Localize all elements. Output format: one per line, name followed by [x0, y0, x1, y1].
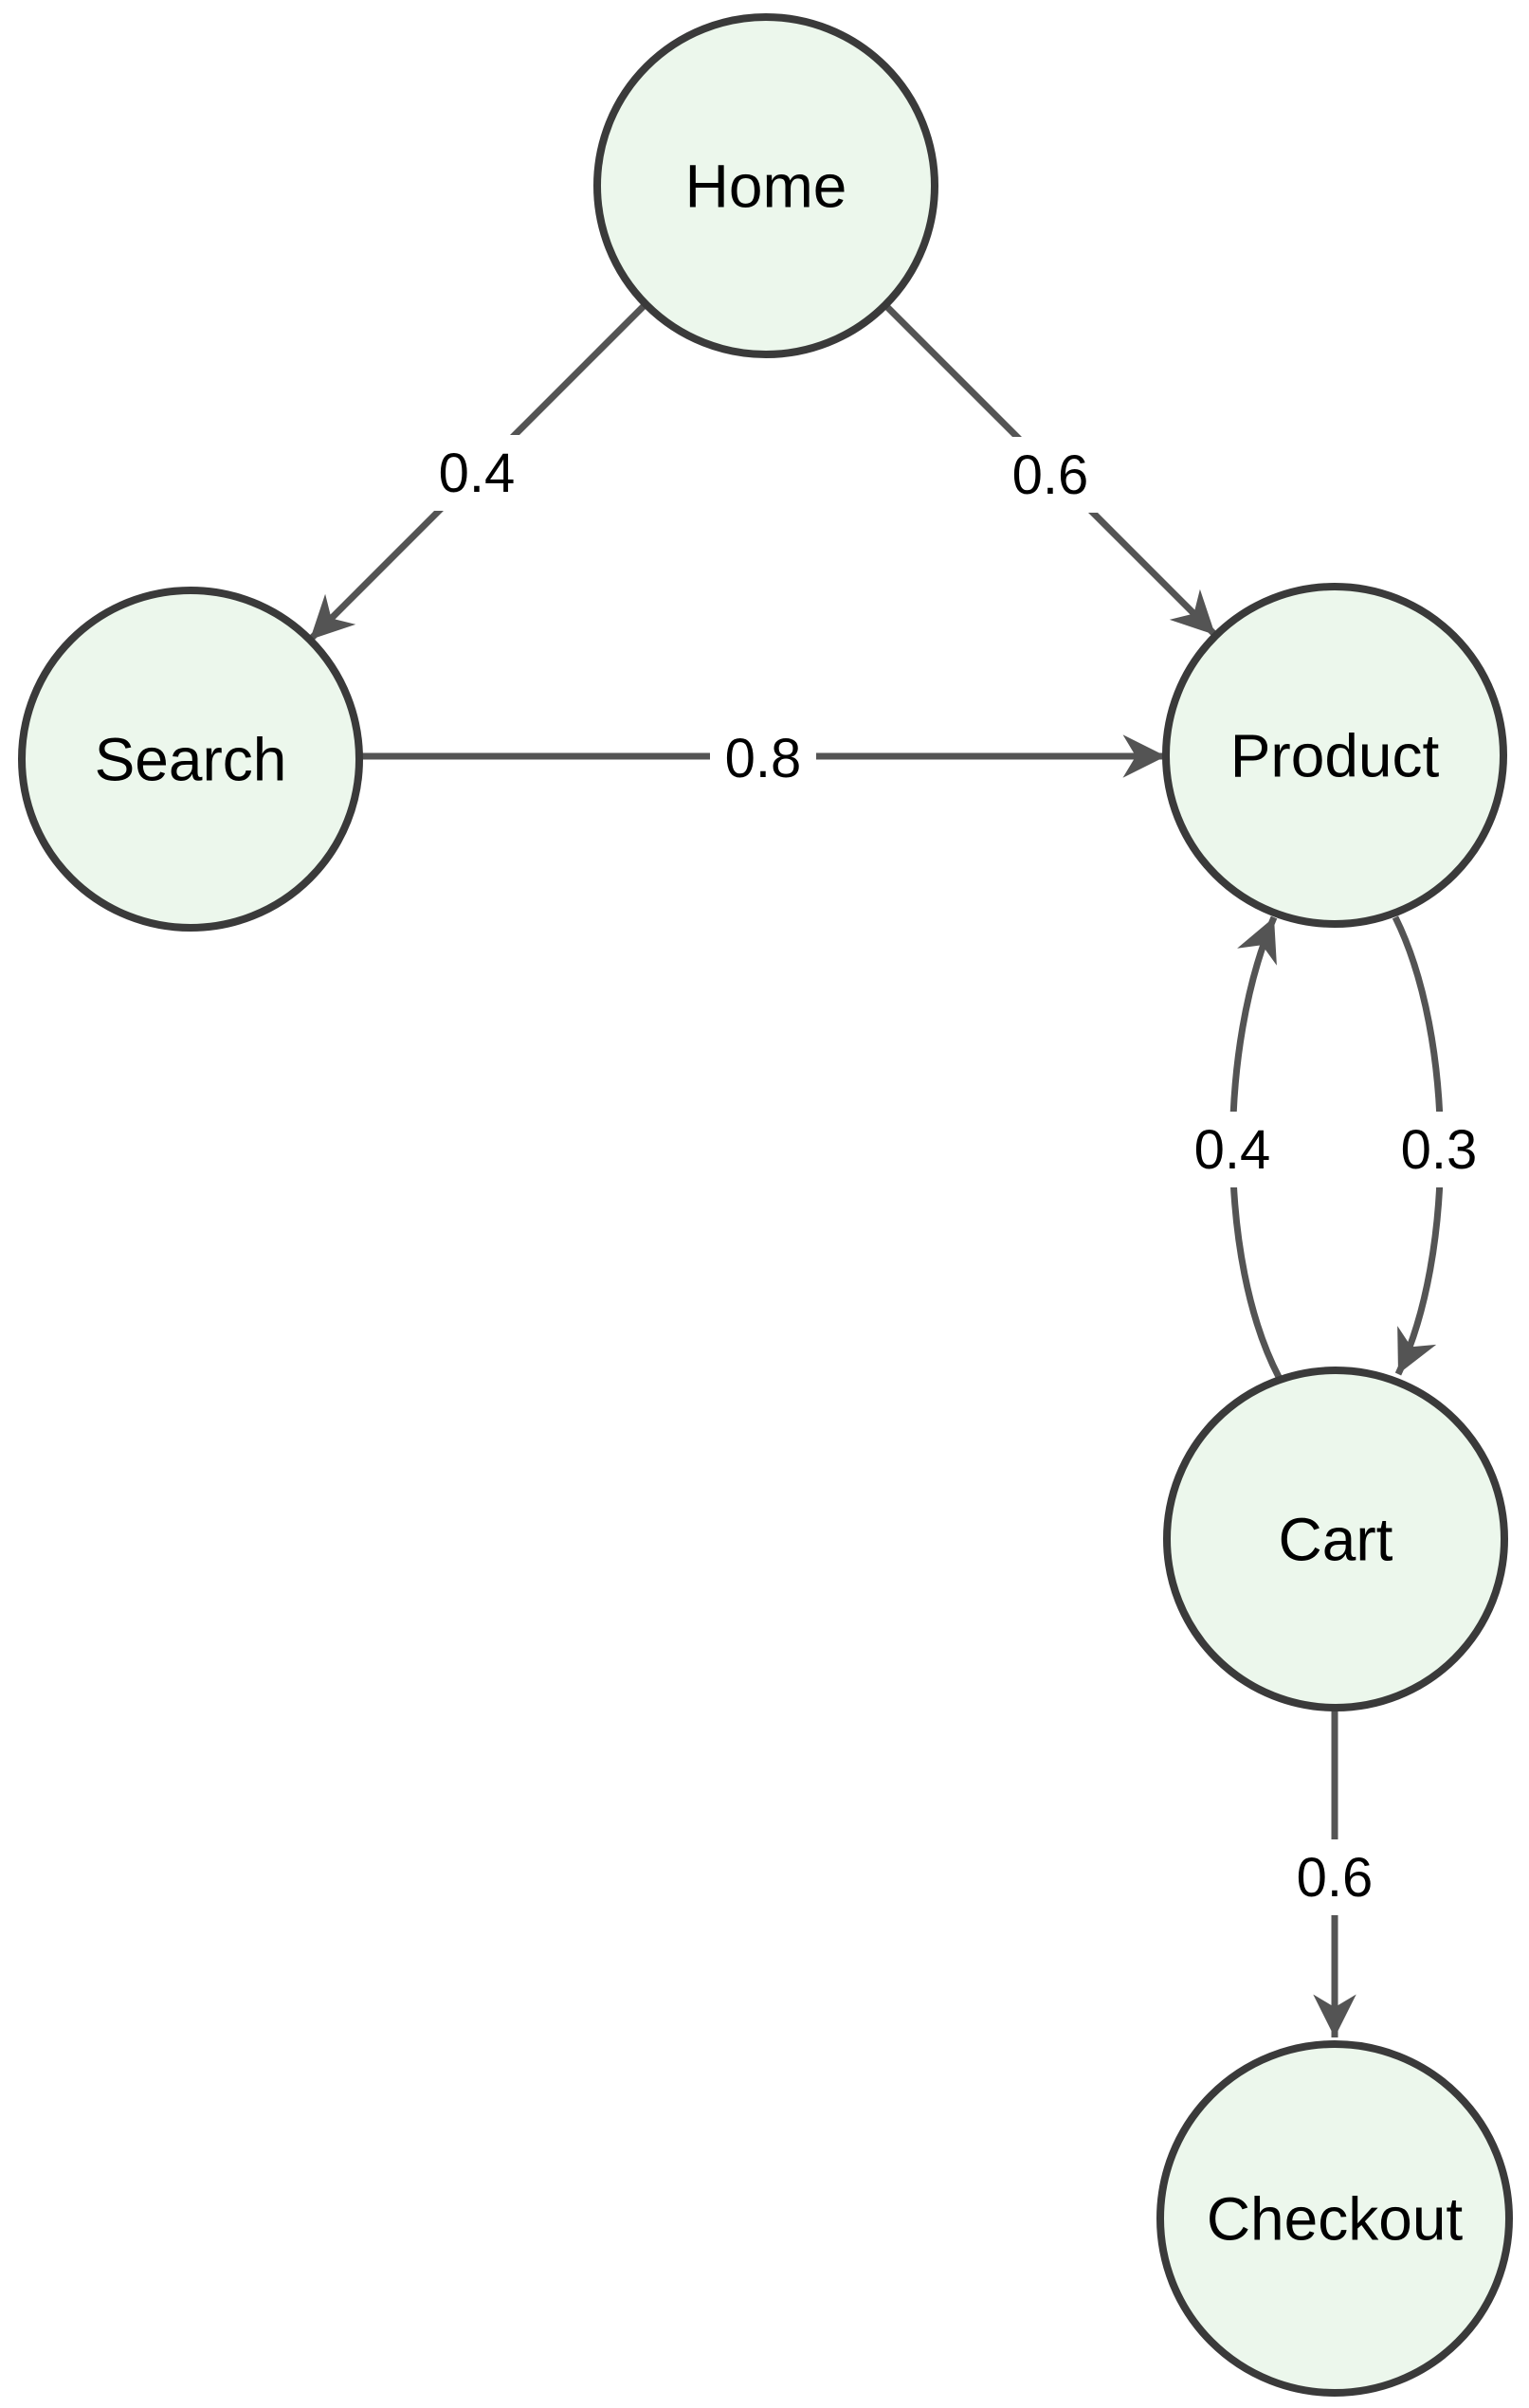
node-cart-label: Cart	[1279, 1505, 1393, 1573]
edge-label-search-product: 0.8	[725, 728, 802, 789]
node-product: Product	[1162, 583, 1507, 928]
edge-label-bg	[1282, 1839, 1388, 1915]
node-product-circle	[1162, 583, 1507, 928]
node-home-circle	[593, 13, 938, 358]
node-checkout-circle	[1156, 2040, 1513, 2397]
nodes-layer: Home Search Product Cart Checkout	[18, 13, 1513, 2397]
edge-label-bg	[1179, 1112, 1285, 1187]
edge-label-cart-checkout: 0.6	[1297, 1847, 1374, 1909]
edge-label-home-product: 0.6	[1012, 444, 1089, 506]
node-search: Search	[18, 587, 363, 932]
edge-label-bg	[710, 720, 816, 796]
edge-label-bg	[1386, 1112, 1492, 1187]
node-cart: Cart	[1163, 1367, 1508, 1711]
edge-label-bg	[425, 435, 531, 511]
node-cart-circle	[1163, 1367, 1508, 1711]
edge-label-product-cart: 0.3	[1401, 1119, 1478, 1181]
node-checkout-label: Checkout	[1207, 2184, 1464, 2253]
edge-label-bg	[997, 437, 1103, 513]
edge-label-cart-product: 0.4	[1194, 1119, 1271, 1181]
node-home: Home	[593, 13, 938, 358]
node-checkout: Checkout	[1156, 2040, 1513, 2397]
edge-labels-layer: 0.4 0.6 0.8 0.4 0.3 0.6	[425, 435, 1492, 1915]
node-search-label: Search	[95, 725, 287, 793]
node-product-label: Product	[1230, 721, 1440, 789]
node-home-label: Home	[685, 152, 847, 220]
edge-label-home-search: 0.4	[439, 443, 516, 504]
node-search-circle	[18, 587, 363, 932]
